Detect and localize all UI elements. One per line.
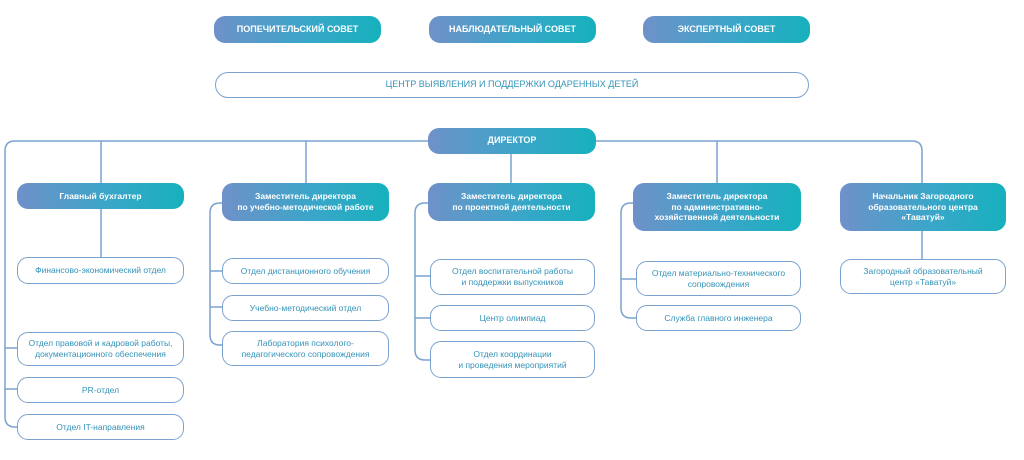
head-tavatuy-chief: Начальник Загородного образовательного ц… (840, 183, 1006, 231)
dept-finance: Финансово-экономический отдел (17, 257, 184, 284)
dept-chief-engineer: Служба главного инженера (636, 305, 801, 331)
dept-psychology-lab: Лаборатория психолого- педагогического с… (222, 331, 389, 366)
head-deputy-methodical: Заместитель директора по учебно-методиче… (222, 183, 389, 221)
dept-it: Отдел IT-направления (17, 414, 184, 440)
council-supervisory: НАБЛЮДАТЕЛЬНЫЙ СОВЕТ (429, 16, 596, 43)
dept-olympiad-center: Центр олимпиад (430, 305, 595, 331)
council-trustees: ПОПЕЧИТЕЛЬСКИЙ СОВЕТ (214, 16, 381, 43)
dept-distance-learning: Отдел дистанционного обучения (222, 258, 389, 284)
head-deputy-project: Заместитель директора по проектной деяте… (428, 183, 595, 221)
director-box: ДИРЕКТОР (428, 128, 596, 154)
dept-events-coordination: Отдел координации и проведения мероприят… (430, 341, 595, 378)
dept-pr: PR-отдел (17, 377, 184, 403)
dept-methodical: Учебно-методический отдел (222, 295, 389, 321)
head-chief-accountant: Главный бухгалтер (17, 183, 184, 209)
dept-material-technical: Отдел материально-технического сопровожд… (636, 261, 801, 296)
dept-tavatuy-center: Загородный образовательный центр «Тавату… (840, 259, 1006, 294)
dept-legal-hr: Отдел правовой и кадровой работы, докуме… (17, 332, 184, 366)
center-gifted-children: ЦЕНТР ВЫЯВЛЕНИЯ И ПОДДЕРЖКИ ОДАРЕННЫХ ДЕ… (215, 72, 809, 98)
head-deputy-admin: Заместитель директора по административно… (633, 183, 801, 231)
council-expert: ЭКСПЕРТНЫЙ СОВЕТ (643, 16, 810, 43)
dept-education-graduates: Отдел воспитательной работы и поддержки … (430, 259, 595, 295)
